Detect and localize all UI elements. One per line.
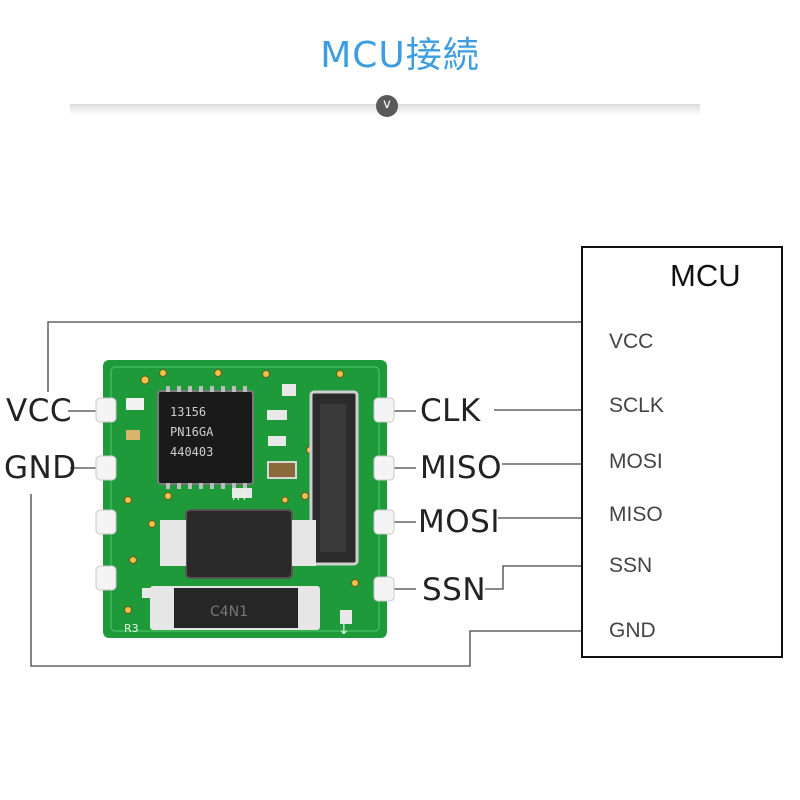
pin-label-clk: CLK bbox=[420, 393, 481, 429]
wire-gnd bbox=[30, 494, 583, 667]
wire-ssn bbox=[485, 565, 583, 590]
svg-text:R4: R4 bbox=[232, 490, 247, 503]
pad-right-1 bbox=[373, 397, 395, 423]
pin-label-gnd: GND bbox=[4, 450, 77, 486]
wire-vcc bbox=[47, 321, 583, 392]
chip-text-3: 440403 bbox=[170, 445, 213, 459]
svg-text:C4N1: C4N1 bbox=[210, 604, 248, 620]
pad-left-4 bbox=[95, 565, 117, 591]
mcu-pin-gnd: GND bbox=[609, 619, 656, 642]
main-chip bbox=[157, 390, 254, 485]
sensor-module: 13156 PN16GA 440403 C4N1 R3 R4 ↓ bbox=[95, 360, 395, 638]
pad-left-2 bbox=[95, 455, 117, 481]
mcu-pin-vcc: VCC bbox=[609, 330, 654, 353]
mcu-block bbox=[581, 246, 783, 658]
pin-label-vcc: VCC bbox=[6, 393, 72, 429]
mcu-title: MCU bbox=[670, 258, 741, 293]
pad-left-1 bbox=[95, 397, 117, 423]
pad-right-3 bbox=[373, 509, 395, 535]
chip-text-2: PN16GA bbox=[170, 425, 214, 439]
mcu-pin-mosi: MOSI bbox=[609, 450, 663, 473]
chevron-down-icon: v bbox=[376, 95, 398, 117]
pad-right-2 bbox=[373, 455, 395, 481]
svg-text:↓: ↓ bbox=[338, 622, 350, 638]
pad-right-4 bbox=[373, 576, 395, 602]
pin-label-ssn: SSN bbox=[422, 572, 487, 608]
pad-left-3 bbox=[95, 509, 117, 535]
pin-label-mosi: MOSI bbox=[418, 504, 500, 540]
page-title: MCU接続 bbox=[320, 35, 480, 76]
svg-text:R3: R3 bbox=[124, 622, 139, 635]
chip-text-1: 13156 bbox=[170, 405, 206, 419]
mcu-pin-miso: MISO bbox=[609, 503, 663, 526]
mcu-pin-sclk: SCLK bbox=[609, 394, 664, 417]
mcu-pin-ssn: SSN bbox=[609, 554, 653, 577]
pin-label-miso: MISO bbox=[420, 450, 502, 486]
regulator bbox=[185, 509, 293, 579]
